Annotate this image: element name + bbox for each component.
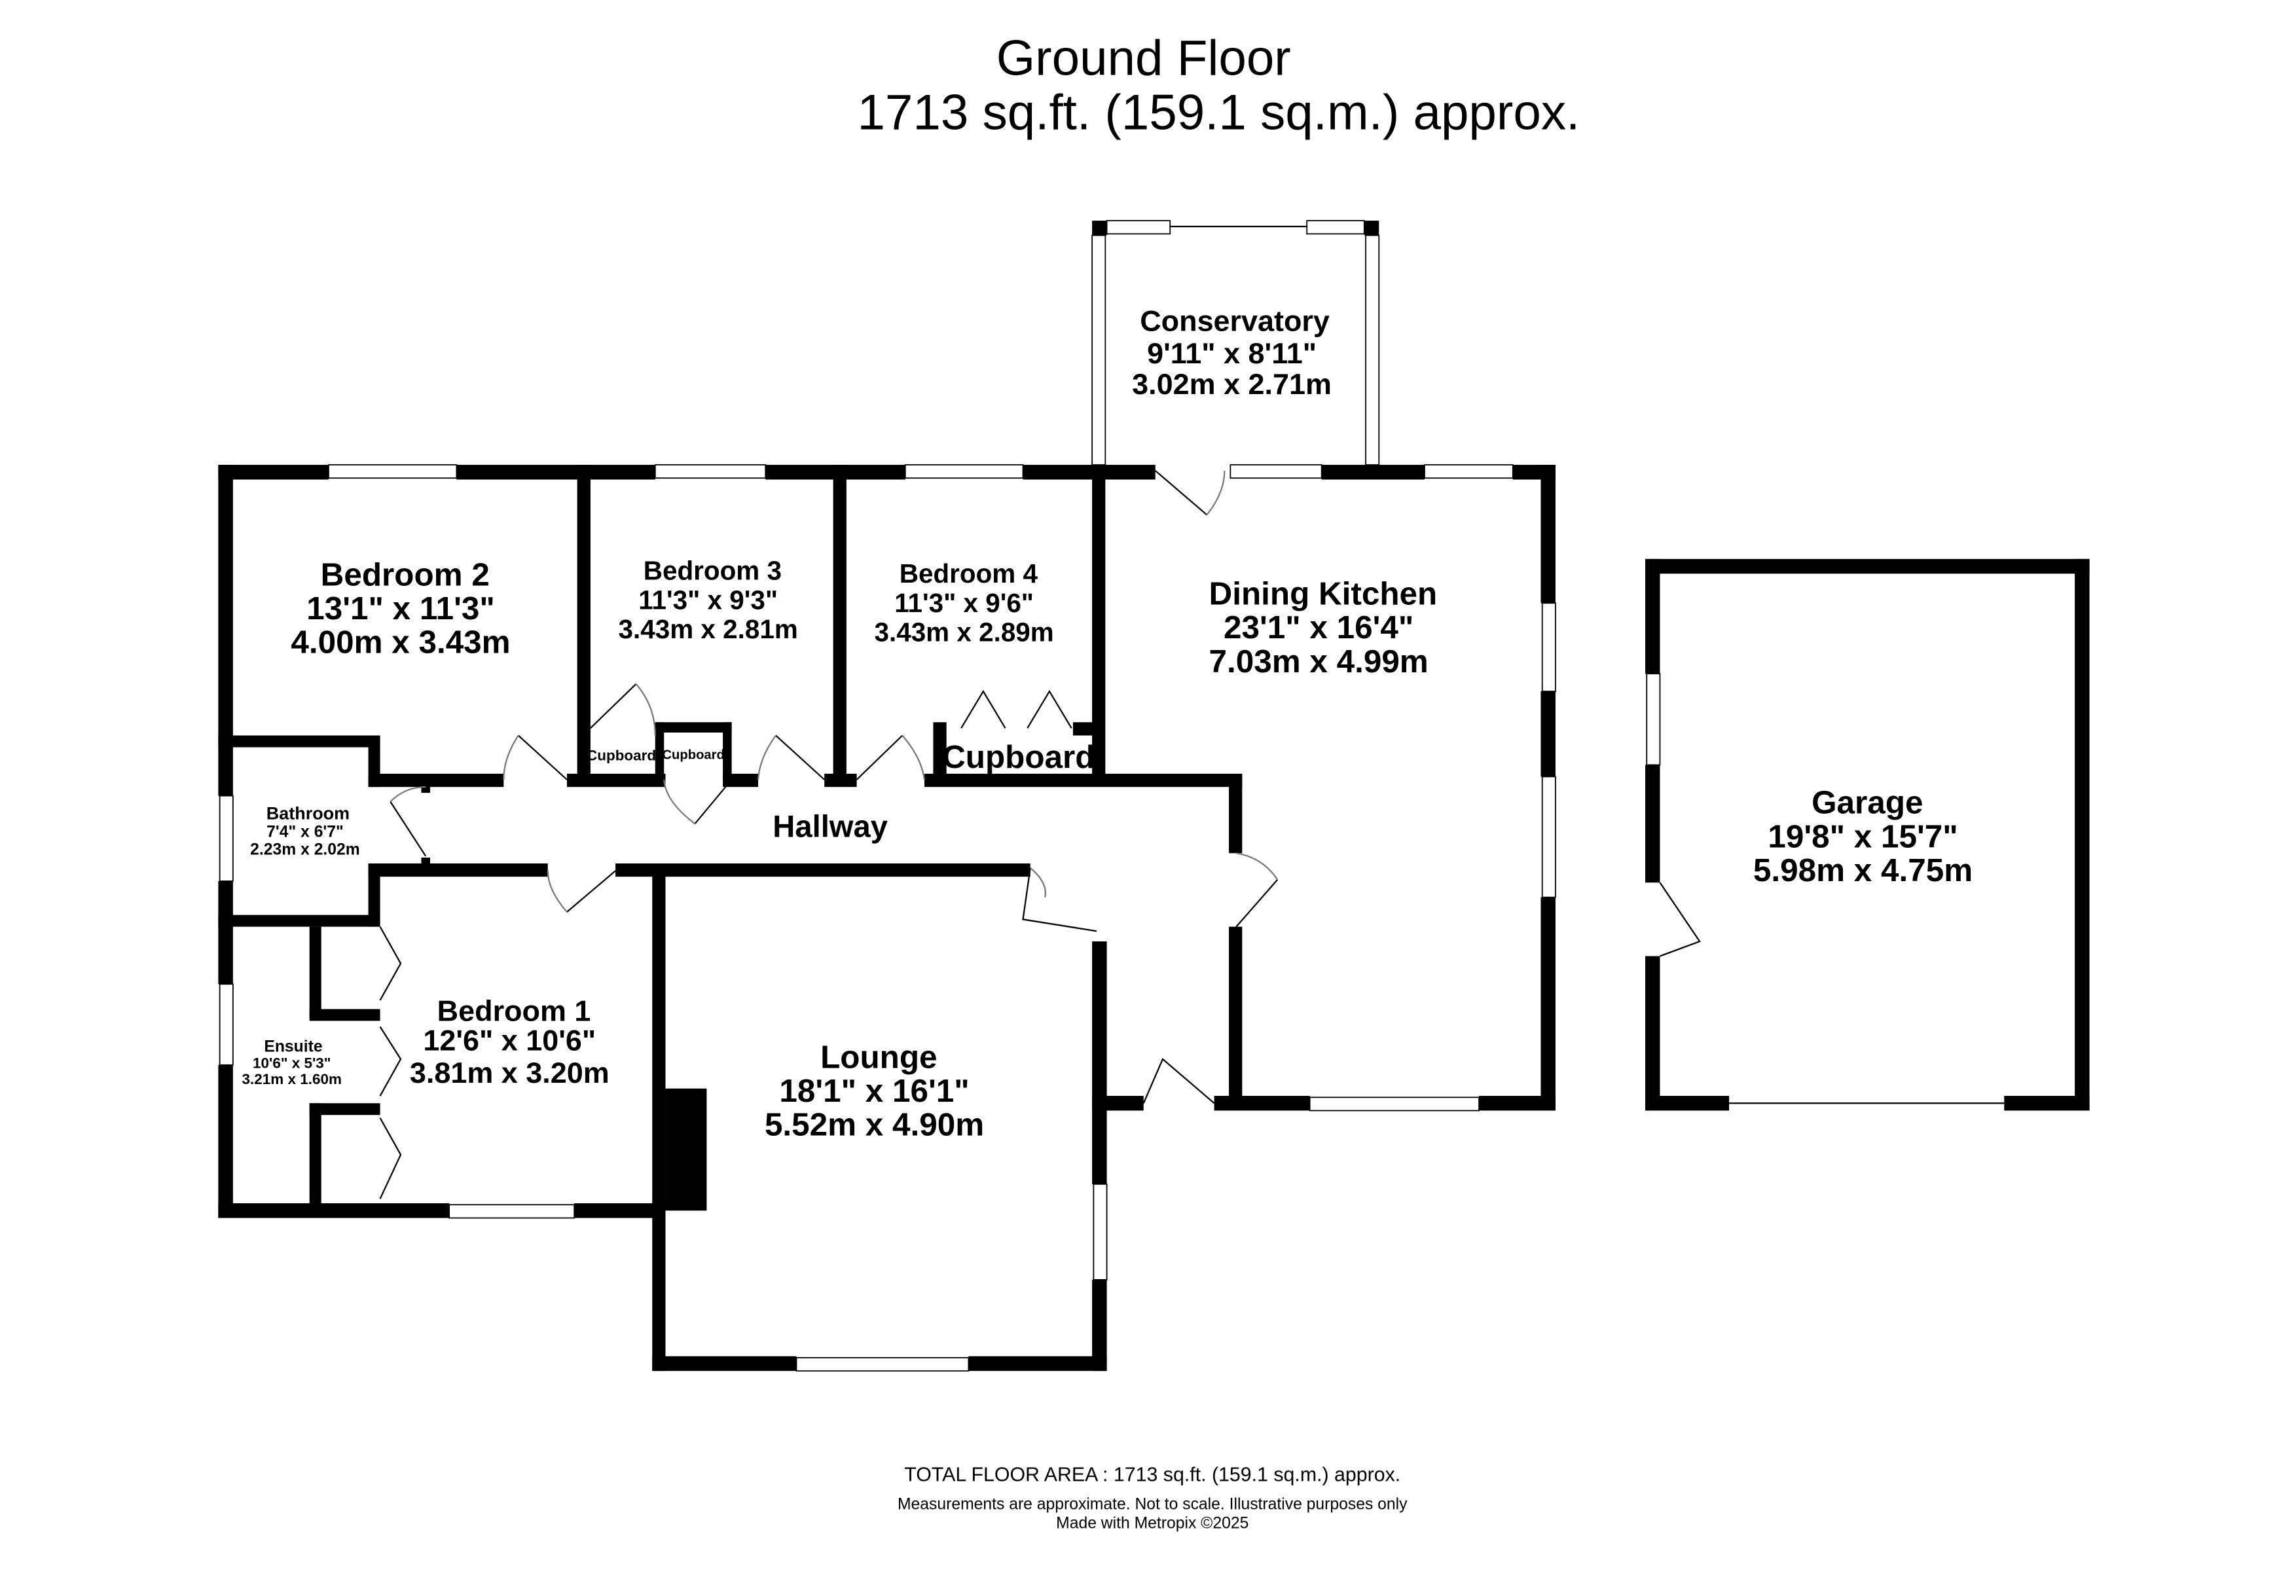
bedroom2-metric: 4.00m x 3.43m: [291, 625, 510, 661]
bathroom-imperial: 7'4" x 6'7": [266, 824, 344, 841]
bedroom3-metric: 3.43m x 2.81m: [619, 614, 798, 644]
room-labels: Conservatory 9'11" x 8'11" 3.02m x 2.71m…: [242, 304, 1973, 1143]
kitchen-imperial: 23'1" x 16'4": [1224, 609, 1413, 645]
hallway-name: Hallway: [773, 809, 888, 844]
lounge-metric: 5.52m x 4.90m: [765, 1107, 984, 1143]
cupboard-label: Cupboard: [942, 739, 1095, 775]
garage-imperial: 19'8" x 15'7": [1768, 818, 1958, 854]
bedroom2-imperial: 13'1" x 11'3": [306, 590, 495, 626]
bedroom1-metric: 3.81m x 3.20m: [410, 1056, 610, 1089]
bedroom3-name: Bedroom 3: [644, 555, 782, 585]
plan-area: 1713 sq.ft. (159.1 sq.m.) approx.: [857, 85, 1580, 141]
conservatory-metric: 3.02m x 2.71m: [1132, 367, 1332, 401]
cupboard-label: Cupboard: [587, 748, 656, 764]
bathroom-metric: 2.23m x 2.02m: [250, 841, 360, 859]
bedroom3-imperial: 11'3" x 9'3": [638, 585, 778, 615]
bedroom4-name: Bedroom 4: [900, 558, 1038, 589]
garage-name: Garage: [1812, 785, 1923, 821]
plan-title: Ground Floor: [996, 31, 1291, 86]
bedroom4-metric: 3.43m x 2.89m: [874, 617, 1053, 647]
credit: Made with Metropix ©2025: [1056, 1515, 1248, 1533]
kitchen-name: Dining Kitchen: [1209, 576, 1438, 612]
ensuite-metric: 3.21m x 1.60m: [242, 1071, 342, 1087]
bedroom1-imperial: 12'6" x 10'6": [423, 1023, 596, 1057]
garage-metric: 5.98m x 4.75m: [1753, 852, 1973, 888]
conservatory-imperial: 9'11" x 8'11": [1147, 336, 1317, 370]
bedroom4-imperial: 11'3" x 9'6": [894, 588, 1034, 618]
conservatory-name: Conservatory: [1140, 304, 1330, 338]
bathroom-name: Bathroom: [266, 804, 350, 824]
bedroom2-name: Bedroom 2: [321, 556, 490, 592]
kitchen-metric: 7.03m x 4.99m: [1209, 644, 1429, 680]
bedroom1-name: Bedroom 1: [437, 994, 591, 1027]
lounge-name: Lounge: [820, 1039, 937, 1075]
disclaimer: Measurements are approximate. Not to sca…: [898, 1495, 1408, 1513]
ensuite-name: Ensuite: [264, 1038, 322, 1056]
cupboard-label: Cupboard: [662, 748, 724, 762]
walls: [218, 220, 2090, 1372]
doors: [379, 470, 1701, 1199]
ensuite-imperial: 10'6" x 5'3": [253, 1055, 331, 1071]
total-floor-area: TOTAL FLOOR AREA : 1713 sq.ft. (159.1 sq…: [904, 1464, 1400, 1486]
lounge-imperial: 18'1" x 16'1": [779, 1073, 969, 1109]
